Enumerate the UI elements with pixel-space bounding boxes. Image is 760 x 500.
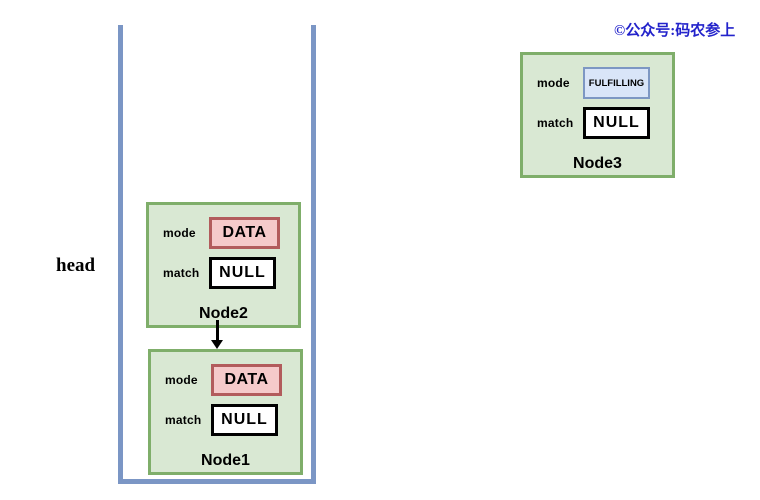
node-title: Node2 [199, 305, 248, 322]
match-field-row: match NULL [163, 253, 298, 293]
stack-container-right-wall [311, 25, 316, 484]
mode-field-row: mode DATA [163, 213, 298, 253]
match-field-row: match NULL [165, 400, 300, 440]
node-title: Node3 [573, 155, 622, 172]
node-node3: mode FULFILLING match NULL Node3 [520, 52, 675, 178]
match-field-label: match [165, 413, 202, 427]
mode-value-box: FULFILLING [583, 67, 650, 99]
node-node2: mode DATA match NULL Node2 [146, 202, 301, 328]
mode-field-label: mode [165, 373, 198, 387]
watermark-text: ©公众号:码农参上 [614, 23, 736, 39]
mode-field-label: mode [537, 76, 570, 90]
stack-container-bottom-wall [118, 479, 316, 484]
match-value-box: NULL [583, 107, 650, 139]
head-label: head [56, 255, 96, 276]
arrow-node2-to-node1-line [216, 320, 219, 341]
mode-value-box: DATA [211, 364, 282, 396]
mode-field-row: mode FULFILLING [537, 63, 672, 103]
stack-container-left-wall [118, 25, 123, 484]
mode-value-box: DATA [209, 217, 280, 249]
match-field-row: match NULL [537, 103, 672, 143]
match-value-box: NULL [211, 404, 278, 436]
node-node1: mode DATA match NULL Node1 [148, 349, 303, 475]
match-field-label: match [537, 116, 574, 130]
node-title: Node1 [201, 452, 250, 469]
mode-field-row: mode DATA [165, 360, 300, 400]
arrow-node2-to-node1-head-icon [211, 340, 223, 349]
match-field-label: match [163, 266, 200, 280]
mode-field-label: mode [163, 226, 196, 240]
match-value-box: NULL [209, 257, 276, 289]
